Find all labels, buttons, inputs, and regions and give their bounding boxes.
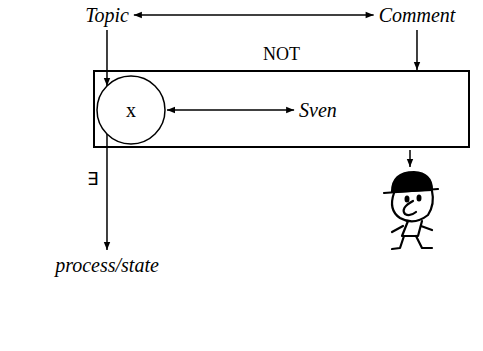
connector-arrow bbox=[106, 30, 108, 86]
edge-label: ∃ bbox=[86, 169, 99, 191]
negation-box: NOTxSven bbox=[93, 70, 470, 148]
connector-arrow bbox=[106, 134, 108, 250]
connector-arrow bbox=[134, 14, 374, 16]
node-text: Topic bbox=[85, 3, 129, 27]
leader-arrow bbox=[409, 150, 411, 167]
node-text: Comment bbox=[379, 3, 456, 27]
node-text: Sven bbox=[299, 98, 337, 122]
process-state-label: process/state bbox=[53, 253, 161, 277]
circle-shape bbox=[97, 76, 165, 144]
comment-label: Comment bbox=[377, 3, 458, 27]
name-label: Sven bbox=[297, 98, 339, 122]
box-heading: NOT bbox=[95, 44, 468, 66]
cartoon-figure bbox=[384, 172, 438, 249]
node-text: x bbox=[126, 98, 136, 122]
variable-circle: x bbox=[96, 75, 166, 145]
node-text: process/state bbox=[55, 253, 159, 277]
connector-arrow bbox=[416, 30, 418, 70]
topic-label: Topic bbox=[83, 3, 131, 27]
connector-arrow bbox=[167, 109, 294, 111]
